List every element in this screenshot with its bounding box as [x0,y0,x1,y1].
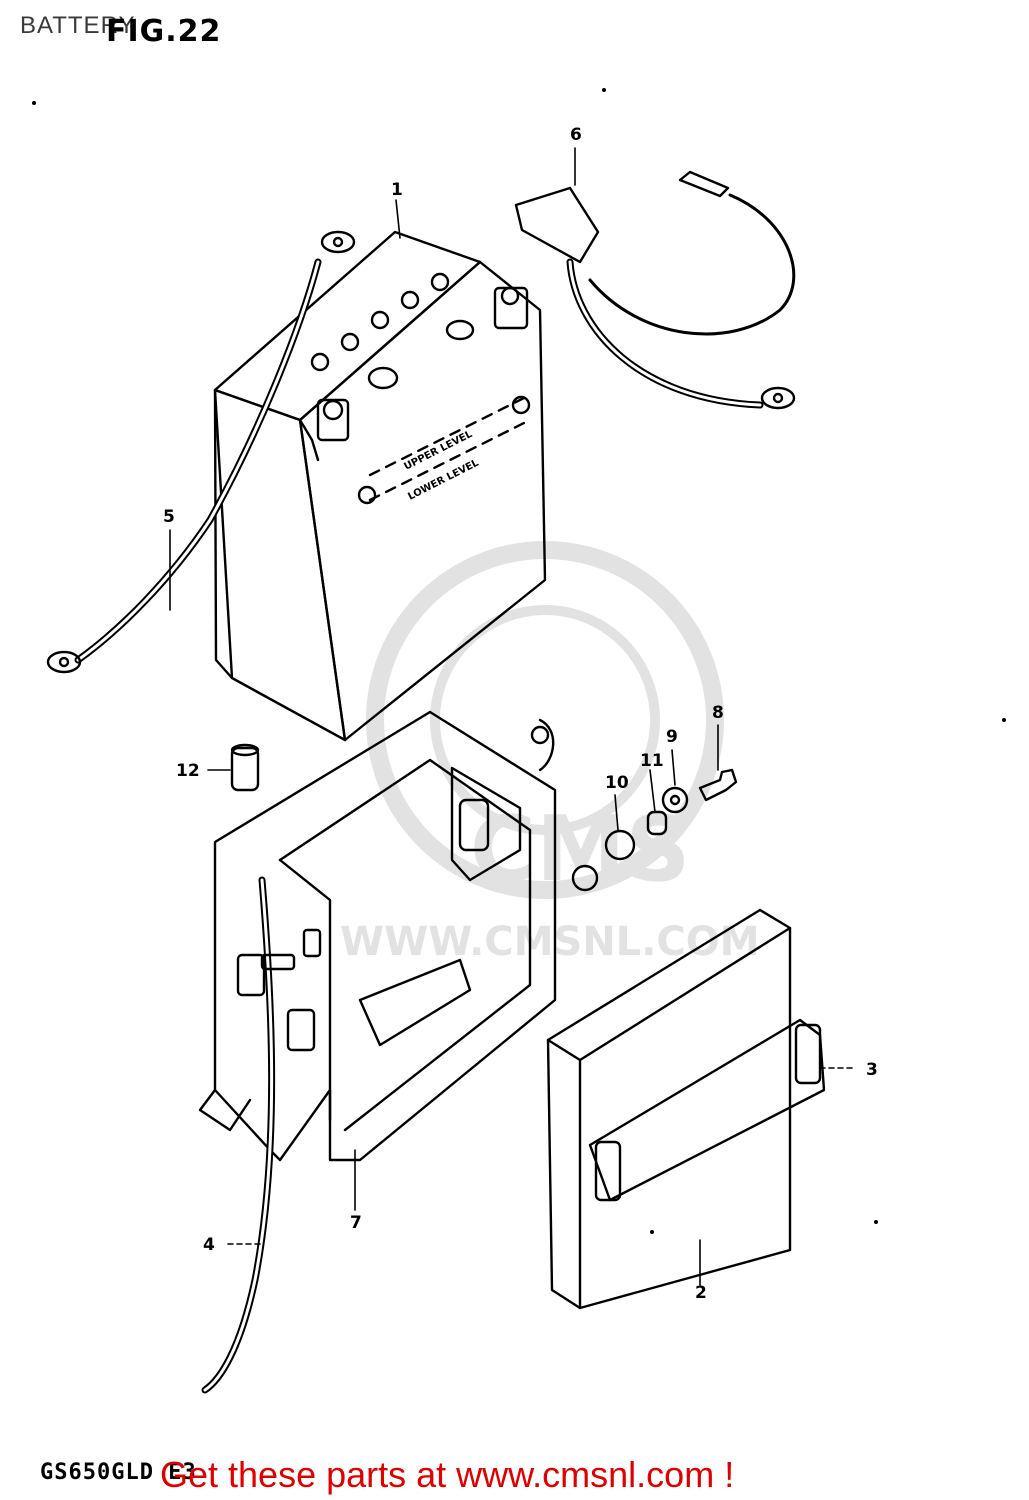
callout-7: 7 [350,1213,362,1233]
callout-5: 5 [163,507,175,527]
callout-leaders [169,147,857,1286]
cover-part [546,908,792,1310]
model-code: GS650GLD E3 [40,1460,197,1485]
callout-6: 6 [570,125,582,145]
strap-part [588,1018,826,1202]
callout-4: 4 [203,1235,215,1255]
callout-10: 10 [605,773,629,793]
watermark: CMS WWW.CMSNL.COM [340,541,760,965]
battery-holder-part [198,710,557,1162]
callout-1: 1 [391,180,403,200]
figure-number: FIG.22 [106,14,222,49]
diagram-title: BATTERY [20,12,136,39]
callout-9: 9 [666,727,678,747]
callout-12: 12 [176,761,200,781]
callout-8: 8 [712,703,724,723]
positive-cable-part [514,170,796,410]
cap-part [230,743,260,792]
watermark-url: WWW.CMSNL.COM [340,919,760,965]
get-parts-link[interactable]: Get these parts at www.cmsnl.com ! [160,1454,735,1495]
breather-tube-part [201,876,296,1394]
hardware-parts [571,768,738,892]
callout-11: 11 [640,751,664,771]
callout-2: 2 [695,1283,707,1303]
callout-3: 3 [866,1060,878,1080]
negative-cable-part [46,230,356,674]
battery-part [213,230,547,742]
